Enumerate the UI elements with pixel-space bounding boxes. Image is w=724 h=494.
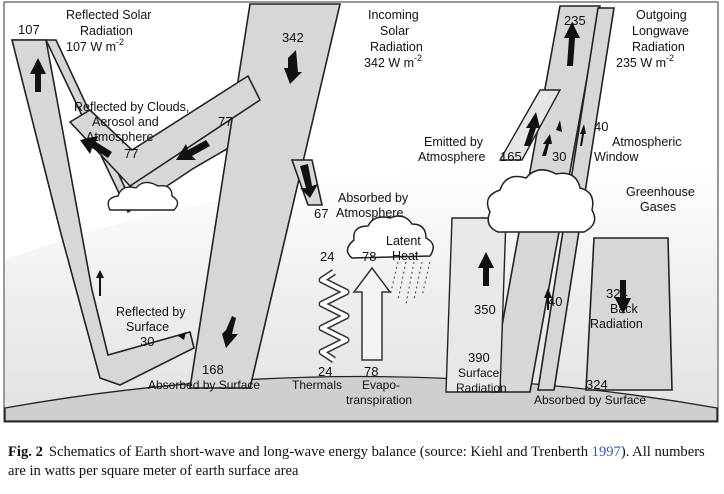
- thermals-label: Thermals: [292, 378, 342, 392]
- value-40-surface: 40: [548, 294, 562, 309]
- back-radiation-label-2: Radiation: [590, 317, 643, 331]
- left-cloud: [107, 181, 179, 211]
- back-radiation-label-1: Back: [610, 302, 639, 316]
- energy-balance-diagram: Reflected Solar Radiation 107 W m-2 Inco…: [3, 1, 719, 423]
- value-24-top: 24: [320, 249, 334, 264]
- absorbed-atmosphere-label-2: Atmosphere: [336, 206, 403, 220]
- emitted-atmosphere-label-2: Atmosphere: [418, 150, 485, 164]
- reflected-surface-label-1: Reflected by: [116, 305, 186, 319]
- flow-arrows: [30, 22, 631, 348]
- evapo-label-1: Evapo-: [362, 378, 400, 392]
- value-390: 390: [468, 350, 490, 365]
- absorbed-surface-right-label: Absorbed by Surface: [534, 393, 646, 407]
- value-165: 165: [500, 149, 522, 164]
- greenhouse-label-1: Greenhouse: [626, 185, 695, 199]
- value-24-bottom: 24: [318, 364, 332, 379]
- value-77-label: 77: [124, 146, 138, 161]
- value-324-back: 324: [606, 286, 628, 301]
- reference-link[interactable]: 1997: [591, 444, 621, 460]
- evapo-label-2: transpiration: [346, 393, 412, 407]
- caption-text-2: ). All numbers are in watts per square m…: [8, 444, 705, 479]
- back-radiation-band: [585, 237, 673, 391]
- outgoing-longwave-label-2: Longwave: [632, 24, 689, 38]
- figure-number: Fig. 2: [8, 444, 43, 460]
- rain-marks: [389, 261, 431, 305]
- reflected-clouds-label-2: Aerosol and: [92, 115, 159, 129]
- latent-heat-label-2: Heat: [392, 249, 419, 263]
- absorbed-surface-left-label: Absorbed by Surface: [148, 378, 260, 392]
- reflected-surface-label-2: Surface: [126, 320, 169, 334]
- incoming-solar-label-4: 342 W m-2: [364, 53, 422, 70]
- incoming-solar-label-1: Incoming: [368, 8, 419, 22]
- greenhouse-label-2: Gases: [640, 200, 676, 214]
- value-235: 235: [564, 13, 586, 28]
- emitted-atmosphere-label-1: Emitted by: [424, 135, 484, 149]
- incoming-solar-label-3: Radiation: [370, 40, 423, 54]
- value-40-window: 40: [594, 119, 608, 134]
- outgoing-longwave-label-1: Outgoing: [636, 8, 687, 22]
- incoming-solar-band: [189, 3, 342, 389]
- outgoing-longwave-label-4: 235 W m-2: [616, 53, 674, 70]
- latent-heat-label-1: Latent: [386, 234, 421, 248]
- surface-radiation-label-1: Surface: [458, 366, 500, 380]
- value-78-top: 78: [362, 249, 376, 264]
- surface-radiation-label-2: Radiation: [456, 381, 507, 395]
- caption-text-1: Schematics of Earth short-wave and long-…: [48, 444, 592, 460]
- latent-heat-cloud: [346, 215, 434, 259]
- thermals-symbol: [318, 269, 350, 363]
- reflected-surface-band: [10, 39, 195, 386]
- evapotranspiration-arrow: [352, 266, 392, 361]
- incoming-solar-label-2: Solar: [380, 24, 409, 38]
- absorbed-atmosphere-label-1: Absorbed by: [338, 191, 409, 205]
- value-30-surface: 30: [140, 334, 154, 349]
- outgoing-longwave-label-3: Radiation: [632, 40, 685, 54]
- figure-caption: Fig. 2 Schematics of Earth short-wave and…: [8, 443, 720, 481]
- value-77-band: 77: [218, 114, 232, 129]
- reflected-clouds-label-1: Reflected by Clouds,: [74, 100, 189, 114]
- atmospheric-window-label-2: Window: [594, 150, 639, 164]
- value-78-bottom: 78: [364, 364, 378, 379]
- greenhouse-cloud: [486, 169, 596, 233]
- value-30-window: 30: [552, 149, 566, 164]
- value-324-absorbed: 324: [586, 377, 608, 392]
- reflected-clouds-band: [68, 74, 262, 188]
- atmospheric-window-label-1: Atmospheric: [612, 135, 681, 149]
- reflected-solar-label-1: Reflected Solar: [66, 8, 151, 22]
- reflected-clouds-label-3: Atmosphere: [86, 130, 153, 144]
- value-350: 350: [474, 302, 496, 317]
- value-67: 67: [314, 206, 328, 221]
- reflected-solar-label-3: 107 W m-2: [66, 37, 124, 54]
- reflected-solar-label-2: Radiation: [80, 24, 133, 38]
- value-107: 107: [18, 22, 40, 37]
- value-168: 168: [202, 362, 224, 377]
- value-342: 342: [282, 30, 304, 45]
